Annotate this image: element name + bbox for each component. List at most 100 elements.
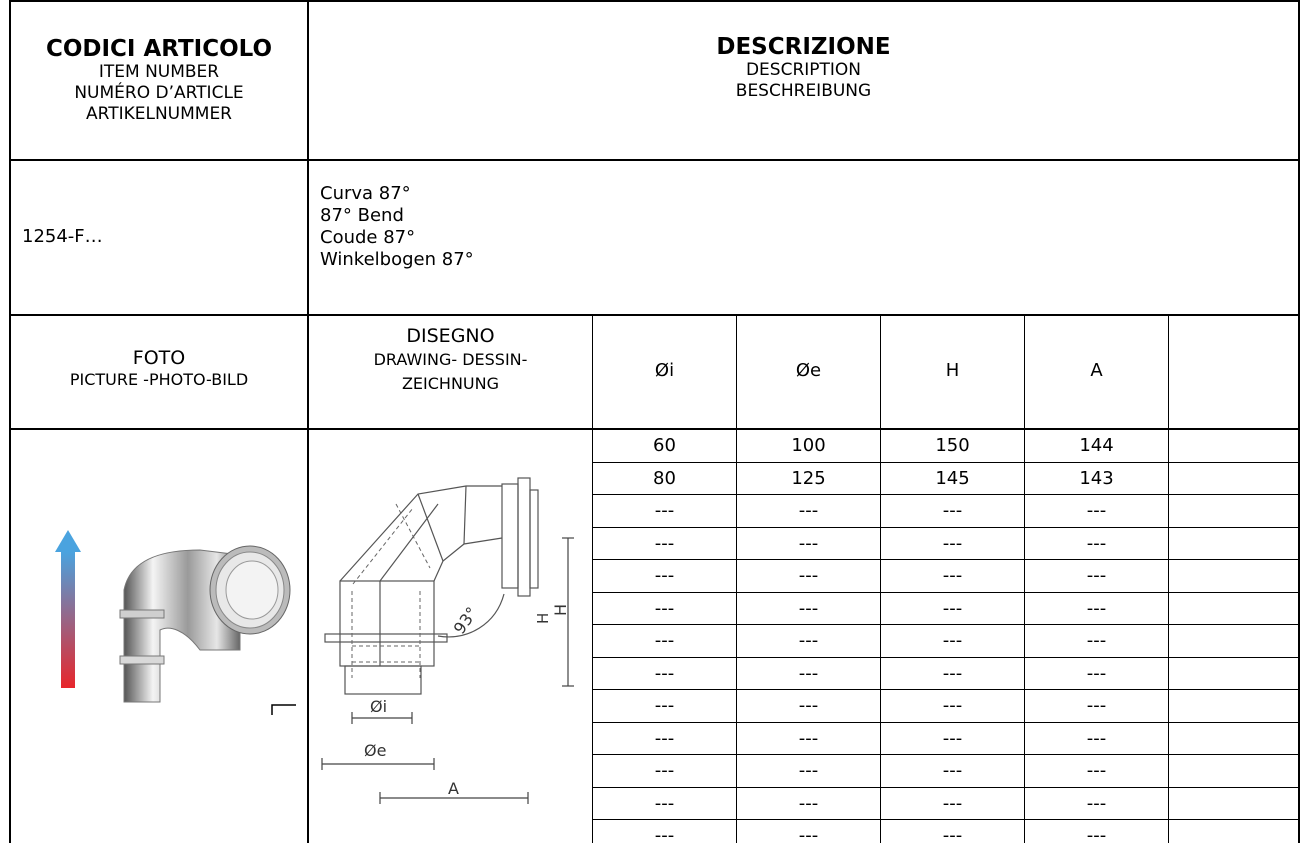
table-cell: --- [798,630,819,652]
table-cell: 80 [653,468,676,490]
arrow-up-icon [55,530,81,688]
photo-subtitle: PICTURE -PHOTO-BILD [69,370,249,389]
table-cell: --- [942,825,963,843]
table-cell: --- [1086,825,1107,843]
table-cell: --- [1086,663,1107,685]
table-cell: --- [654,695,675,717]
dim-header-oi: Øi [654,360,675,381]
description-line: Coude 87° [320,227,416,248]
grid-line [1024,314,1025,843]
row-divider [592,462,1298,463]
table-cell: --- [654,728,675,750]
item-code: 1254-F… [22,226,103,247]
grid-line [9,314,1300,316]
description-line: Curva 87° [320,183,411,204]
table-cell: --- [1086,500,1107,522]
table-cell: --- [1086,793,1107,815]
table-cell: --- [654,598,675,620]
h-dimension-label: H [551,604,570,616]
description-line: Winkelbogen 87° [320,249,474,270]
row-divider [592,787,1298,788]
table-cell: --- [1086,565,1107,587]
row-divider [592,689,1298,690]
table-cell: --- [942,630,963,652]
photo-title: FOTO [132,347,186,369]
description-line: 87° Bend [320,205,404,226]
dim-header-extra [1169,355,1298,387]
table-cell: 143 [1079,468,1114,490]
grid-line [1298,0,1300,843]
oi-label: Øi [370,697,387,716]
table-cell: --- [942,598,963,620]
drawing-column-header: DISEGNO DRAWING- DESSIN- ZEICHNUNG [309,324,592,394]
table-cell: --- [654,793,675,815]
description-line: BESCHREIBUNG [735,81,872,101]
row-divider [592,527,1298,528]
table-cell: --- [942,663,963,685]
dim-header-h: H [945,360,960,381]
drawing-title: DISEGNO [406,325,495,347]
table-cell: --- [798,695,819,717]
row-divider [592,624,1298,625]
grid-line [9,0,1300,2]
table-cell: --- [798,793,819,815]
table-cell: --- [942,565,963,587]
table-cell: --- [942,695,963,717]
row-divider [592,819,1298,820]
table-cell: --- [798,728,819,750]
table-cell: --- [1086,630,1107,652]
table-cell: --- [1086,760,1107,782]
table-cell: --- [942,728,963,750]
table-cell: 144 [1079,435,1114,457]
row-divider [592,722,1298,723]
grid-line [9,0,11,843]
grid-line [9,159,1300,161]
codes-line: ITEM NUMBER [98,62,220,82]
grid-line [736,314,737,843]
drawing-subtitle: ZEICHNUNG [401,374,500,393]
codes-title: CODICI ARTICOLO [45,36,273,62]
table-cell: 125 [791,468,826,490]
table-cell: --- [654,663,675,685]
table-cell: --- [942,500,963,522]
technical-drawing: 93° H H Øi Øe A [321,477,574,804]
table-cell: 150 [935,435,970,457]
row-divider [592,657,1298,658]
codes-line: ARTIKELNUMMER [85,104,232,124]
codes-header: CODICI ARTICOLO ITEM NUMBER NUMÉRO D’ART… [11,36,307,125]
table-cell: --- [654,760,675,782]
row-divider [592,494,1298,495]
table-cell: 100 [791,435,826,457]
row-divider [592,754,1298,755]
table-cell: --- [942,533,963,555]
h-small-label: H [534,613,552,624]
table-cell: --- [654,565,675,587]
item-description: Curva 87° 87° Bend Coude 87° Winkelbogen… [320,183,474,271]
grid-line [880,314,881,843]
table-cell: 60 [653,435,676,457]
dim-header-a: A [1090,360,1103,381]
table-cell: --- [798,565,819,587]
table-cell: --- [798,598,819,620]
photo-column-header: FOTO PICTURE -PHOTO-BILD [11,346,307,390]
dim-header-oe: Øe [795,360,822,381]
table-cell: 145 [935,468,970,490]
product-photo [55,530,296,715]
description-line: DESCRIPTION [745,60,862,80]
grid-line [592,314,593,843]
table-cell: --- [942,760,963,782]
table-cell: --- [654,630,675,652]
a-label: A [448,779,459,798]
table-cell: --- [798,760,819,782]
grid-line [307,0,309,843]
table-cell: --- [798,533,819,555]
table-cell: --- [798,663,819,685]
table-cell: --- [798,500,819,522]
table-cell: --- [1086,598,1107,620]
grid-line [9,428,1300,430]
table-cell: --- [942,793,963,815]
drawing-subtitle: DRAWING- DESSIN- [373,350,528,369]
table-cell: --- [654,825,675,843]
table-cell: --- [1086,533,1107,555]
